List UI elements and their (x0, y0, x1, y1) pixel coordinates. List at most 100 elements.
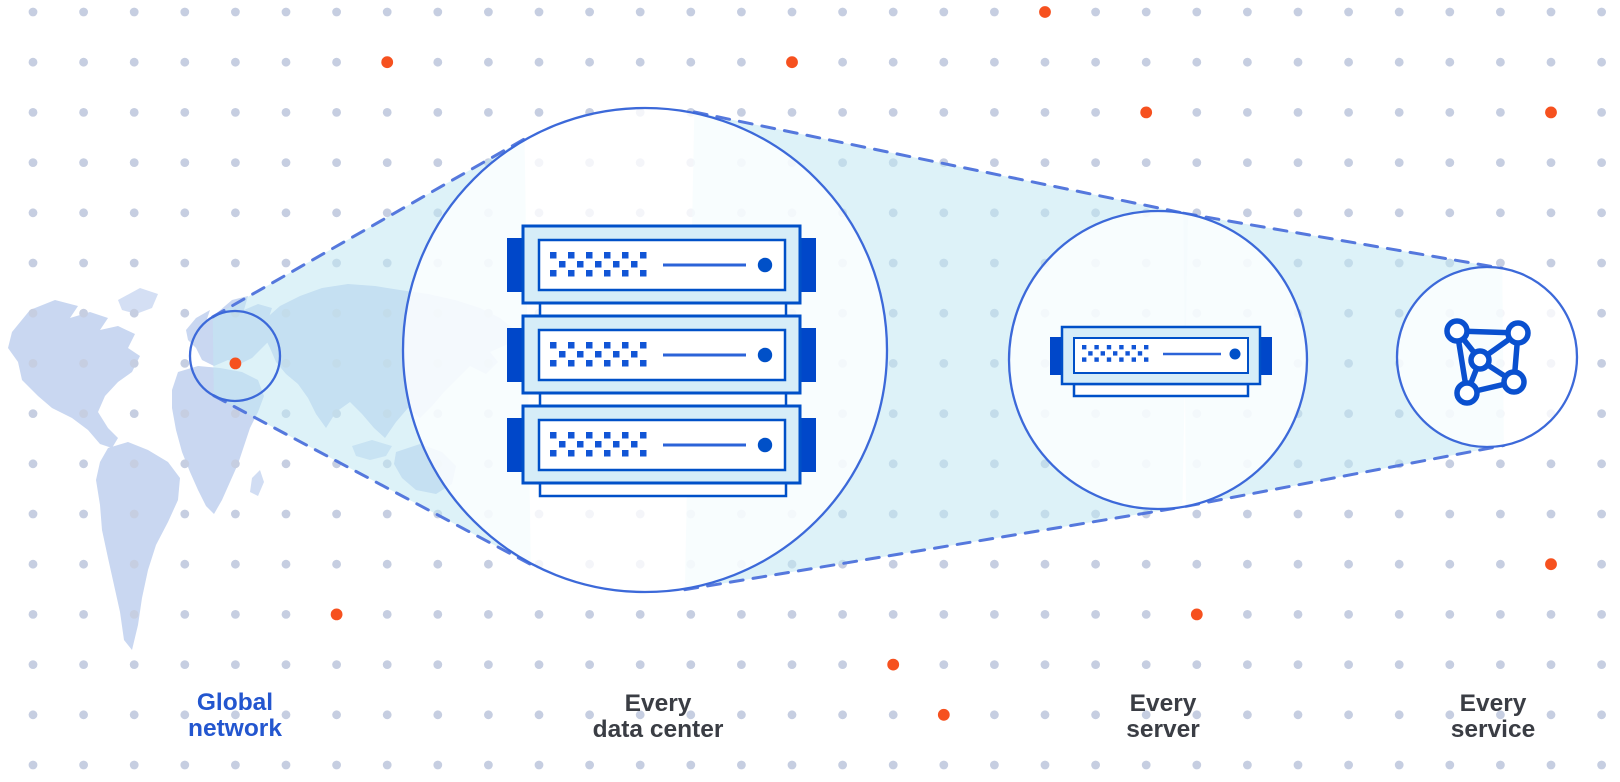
grid-dot (787, 108, 797, 117)
grid-dot (433, 57, 443, 67)
grid-dot (1040, 108, 1050, 117)
grid-dot (180, 359, 190, 368)
grid-dot (281, 459, 291, 469)
grid-dot (332, 509, 341, 519)
grid-dot (990, 7, 999, 17)
grid-dot (939, 760, 949, 770)
grid-dot (79, 359, 88, 368)
grid-dot (1091, 660, 1100, 669)
led-square (586, 270, 593, 277)
grid-dot (635, 7, 645, 17)
grid-dot (1243, 559, 1252, 569)
server-side-tab (800, 238, 816, 292)
grid-dot (686, 660, 696, 669)
grid-dot (1546, 459, 1556, 469)
orange-dot (937, 708, 950, 721)
grid-dot (180, 760, 190, 770)
grid-dot (484, 7, 493, 17)
led-square (604, 450, 611, 457)
grid-dot (686, 7, 696, 17)
led-square (613, 441, 620, 448)
grid-dot (1445, 509, 1455, 519)
led-square (550, 270, 557, 277)
led-square (550, 252, 557, 259)
map-focus-circle (188, 309, 282, 403)
grid-dot (1546, 660, 1556, 669)
led-square (559, 261, 566, 268)
led-square (640, 360, 647, 367)
grid-dot (1192, 710, 1202, 720)
landmass-south-america (96, 442, 180, 650)
grid-dot (382, 7, 392, 17)
grid-dot (1293, 208, 1303, 218)
grid-dot (231, 710, 240, 720)
orange-accent-dots (229, 6, 1557, 721)
grid-dot (1394, 710, 1404, 720)
grid-dot (1597, 7, 1606, 17)
led-square (622, 450, 629, 457)
mesh-node (1454, 380, 1480, 406)
grid-dot (28, 710, 38, 720)
grid-dot (585, 660, 594, 669)
grid-dot (990, 108, 999, 117)
grid-dot (1091, 559, 1100, 569)
grid-dot (1496, 7, 1505, 17)
grid-dot (1040, 710, 1050, 720)
grid-dot (1243, 7, 1252, 17)
grid-dot (1243, 108, 1252, 117)
grid-dot (534, 760, 544, 770)
grid-dot (281, 108, 291, 117)
grid-dot (79, 409, 88, 418)
led-square (559, 441, 566, 448)
grid-dot (281, 7, 291, 17)
grid-dot (1344, 108, 1353, 117)
grid-dot (1091, 610, 1100, 619)
grid-dot (129, 208, 139, 218)
grid-dot (939, 559, 949, 569)
grid-dot (28, 158, 38, 168)
orange-dot (1190, 608, 1203, 621)
grid-dot (129, 660, 139, 669)
grid-dot (1597, 459, 1606, 469)
grid-dot (534, 7, 544, 17)
grid-dot (1496, 158, 1505, 168)
orange-dot (1039, 6, 1051, 18)
grid-dot (888, 610, 898, 619)
label-every-service: service (1451, 716, 1535, 743)
grid-dot (28, 559, 38, 569)
led-square (640, 342, 647, 349)
grid-dot (79, 308, 88, 318)
server-unit-2 (507, 314, 816, 395)
grid-dot (635, 57, 645, 67)
grid-dot (484, 108, 493, 117)
grid-dot (1091, 710, 1100, 720)
grid-dot (1445, 208, 1455, 218)
grid-dot (382, 710, 392, 720)
grid-dot (1597, 108, 1606, 117)
grid-dot (737, 57, 746, 67)
server-side-tab (507, 238, 523, 292)
grid-dot (939, 108, 949, 117)
grid-dot (129, 108, 139, 117)
grid-dot (1141, 7, 1151, 17)
orange-dot (1140, 106, 1153, 119)
grid-dot (79, 559, 88, 569)
grid-dot (180, 459, 190, 469)
grid-dot (990, 710, 999, 720)
grid-dot (180, 559, 190, 569)
led-square (1100, 351, 1105, 356)
grid-dot (332, 57, 341, 67)
grid-dot (79, 610, 88, 619)
grid-dot (1040, 760, 1050, 770)
dashed-edge (212, 394, 533, 566)
grid-dot (1496, 559, 1505, 569)
grid-dot (888, 7, 898, 17)
grid-dot (180, 710, 190, 720)
led-square (622, 252, 629, 259)
led-square (577, 351, 584, 358)
orange-dot (229, 357, 242, 370)
grid-dot (1243, 760, 1252, 770)
grid-dot (433, 108, 443, 117)
grid-dot (1293, 158, 1303, 168)
grid-dot (281, 710, 291, 720)
